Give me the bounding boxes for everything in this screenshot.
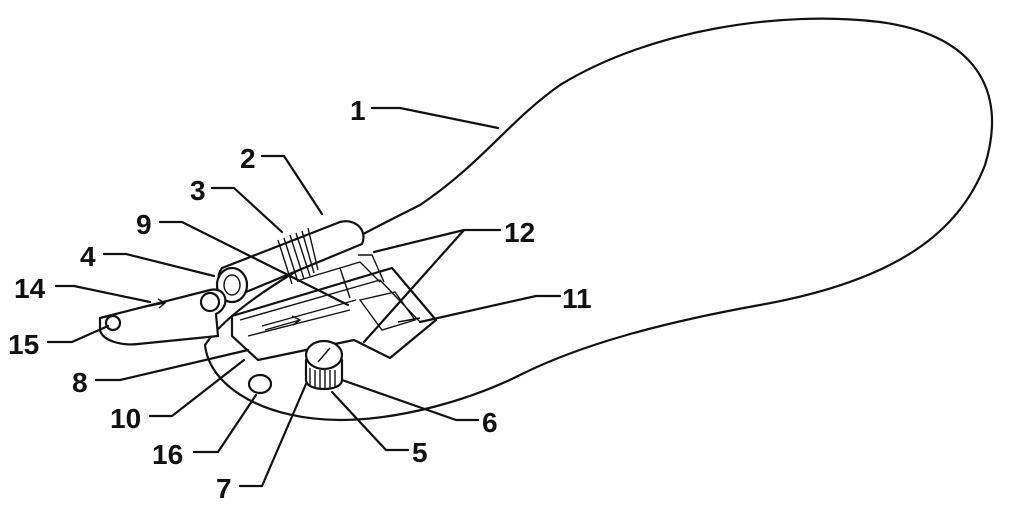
label-9: 9 [136,209,152,240]
label-16: 16 [152,439,183,470]
leader-4 [102,252,216,278]
label-6: 6 [482,407,498,438]
label-1: 1 [350,95,366,126]
hinge-lever [98,288,227,346]
leader-7 [238,382,308,488]
hinge-pivot [199,291,221,313]
label-14: 14 [14,273,46,304]
label-11: 11 [562,283,592,314]
rod-frame [299,254,385,299]
leader-16 [192,393,258,454]
leader-5 [330,390,410,452]
leader-3 [210,186,284,234]
leader-9 [158,220,350,307]
leader-14 [54,284,152,304]
hinge-hole [104,314,122,332]
base-plate-right-slot [358,291,417,331]
leader-1 [370,106,500,130]
hinge-lever-arrow [144,298,167,309]
leader-6 [340,378,480,422]
base-plate-right-arrow [397,317,421,323]
label-4: 4 [80,241,96,272]
base-plate-arrow [264,315,302,331]
label-10: 10 [110,403,141,434]
roller-end-cap [215,266,249,304]
label-8: 8 [72,367,88,398]
leader-12b [362,228,466,344]
base-plate-groove [247,299,357,337]
label-5: 5 [412,437,428,468]
label-15: 15 [8,329,39,360]
knob-knurl [309,368,336,389]
knob-indicator [317,347,331,363]
leader-11 [418,294,562,324]
label-12: 12 [504,217,535,248]
roller-end-cap-inner [223,274,241,296]
leader-15 [46,324,110,344]
label-7: 7 [216,473,232,504]
leader-10 [148,358,246,418]
label-3: 3 [190,175,206,206]
leader-8 [94,348,250,382]
label-2: 2 [240,143,256,174]
small-plug [247,373,273,395]
leader-2 [260,154,324,216]
